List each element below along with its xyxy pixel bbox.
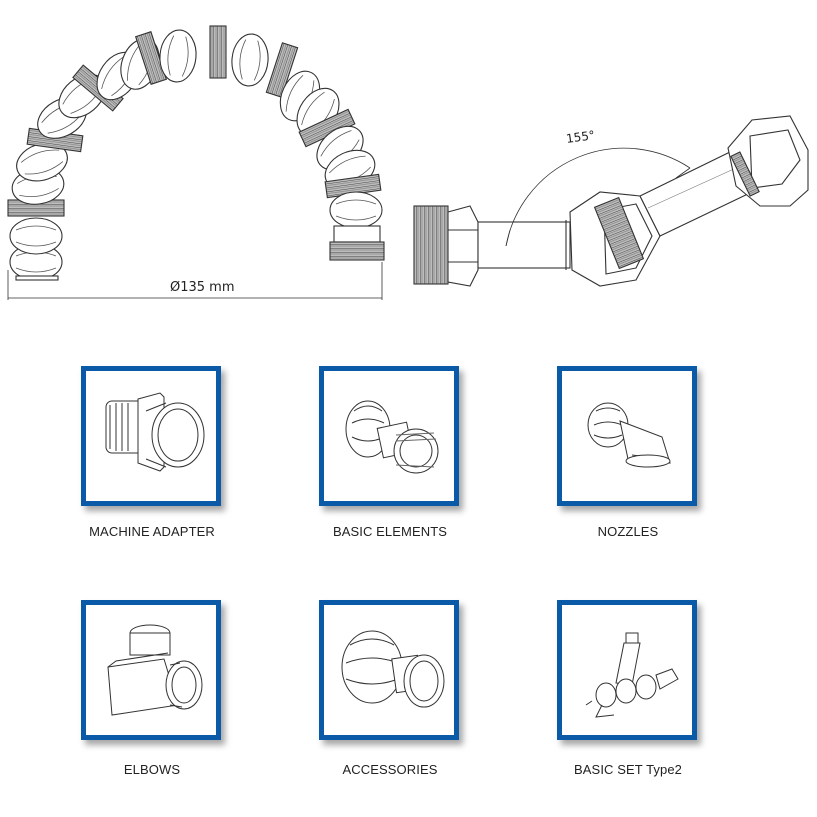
elbow-icon bbox=[107, 624, 203, 716]
tile-elbows[interactable] bbox=[81, 600, 221, 740]
accessory-icon bbox=[341, 630, 445, 708]
tile-nozzles[interactable] bbox=[557, 366, 697, 506]
hose-arc-drawing bbox=[7, 25, 809, 300]
category-label: MACHINE ADAPTER bbox=[89, 524, 215, 539]
tile-basic-set-type2[interactable] bbox=[557, 600, 697, 740]
category-label: BASIC SET Type2 bbox=[574, 762, 682, 777]
tile-basic-elements[interactable] bbox=[319, 366, 459, 506]
tile-accessories[interactable] bbox=[319, 600, 459, 740]
basic-element-icon bbox=[345, 400, 439, 474]
tile-machine-adapter[interactable] bbox=[81, 366, 221, 506]
basic-set-icon bbox=[585, 632, 679, 718]
diameter-label: Ø135 mm bbox=[170, 280, 235, 295]
category-label: ELBOWS bbox=[123, 762, 181, 777]
category-label: ACCESSORIES bbox=[342, 762, 438, 777]
nozzle-icon bbox=[587, 402, 671, 468]
category-label: BASIC ELEMENTS bbox=[332, 524, 448, 539]
category-label: NOZZLES bbox=[597, 524, 659, 539]
machine-adapter-icon bbox=[105, 392, 205, 472]
